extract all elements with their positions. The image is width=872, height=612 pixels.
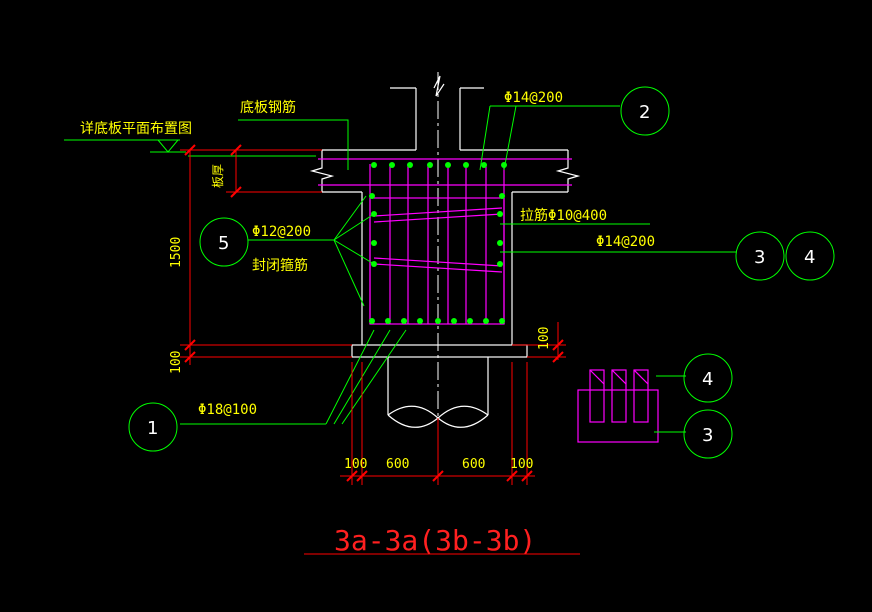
rebar-dot [407, 162, 413, 168]
column-break-symbol [433, 75, 445, 97]
rebar-dot [435, 318, 441, 324]
callout-2: 2 [639, 102, 650, 123]
rebar-dot [463, 162, 469, 168]
rebar-dot [467, 318, 473, 324]
dim-right-offset: 100 [510, 457, 533, 472]
closed-stirrup-label: 封闭箍筋 [252, 257, 308, 274]
rebar-dot [499, 318, 505, 324]
section-title: 3a-3a(3b-3b) [334, 524, 536, 557]
callout-legend-4: 4 [702, 369, 713, 390]
callout-3: 3 [754, 247, 765, 268]
dimension-ticks [184, 144, 564, 482]
rebar-dot [369, 318, 375, 324]
rebar-dot [445, 162, 451, 168]
callout-legend-3: 3 [702, 425, 713, 446]
dim-height-total: 1500 [169, 237, 184, 268]
concrete-outline [309, 87, 581, 428]
rebar-dot [497, 261, 503, 267]
rebar-dot [483, 318, 489, 324]
callout-1: 1 [147, 418, 158, 439]
dim-left-half: 600 [386, 457, 409, 472]
rebar-side-label: Φ14@200 [596, 234, 655, 250]
leader-lines [64, 86, 835, 459]
dim-pad-thickness-left: 100 [169, 351, 184, 374]
rebar-bottom-label: Φ18@100 [198, 402, 257, 418]
rebar-dot [497, 240, 503, 246]
rebar-dot [371, 162, 377, 168]
rebar-cage [318, 158, 659, 443]
rebar-dot [371, 240, 377, 246]
rebar-dot [401, 318, 407, 324]
rebar-dot [497, 211, 503, 217]
rebar-dot [369, 193, 375, 199]
dim-pad-thickness-right: 100 [537, 327, 552, 350]
rebar-dot [451, 318, 457, 324]
tie-bar-label: 拉筋Φ10@400 [520, 207, 607, 224]
rebar-dot [481, 162, 487, 168]
slab-thickness-label: 板厚 [211, 164, 225, 188]
rebar-dot [427, 162, 433, 168]
callout-4: 4 [804, 247, 815, 268]
rebar-dot [385, 318, 391, 324]
rebar-dot [499, 193, 505, 199]
rebar-stirrup-label: Φ12@200 [252, 224, 311, 240]
plan-reference-label: 详底板平面布置图 [80, 121, 192, 137]
dim-left-offset: 100 [344, 457, 367, 472]
rebar-top-label: Φ14@200 [504, 90, 563, 106]
bottom-slab-rebar-label: 底板钢筋 [240, 99, 296, 116]
callout-5: 5 [218, 233, 229, 254]
dim-right-half: 600 [462, 457, 485, 472]
rebar-dot [501, 162, 507, 168]
rebar-dot [417, 318, 423, 324]
rebar-dot [389, 162, 395, 168]
